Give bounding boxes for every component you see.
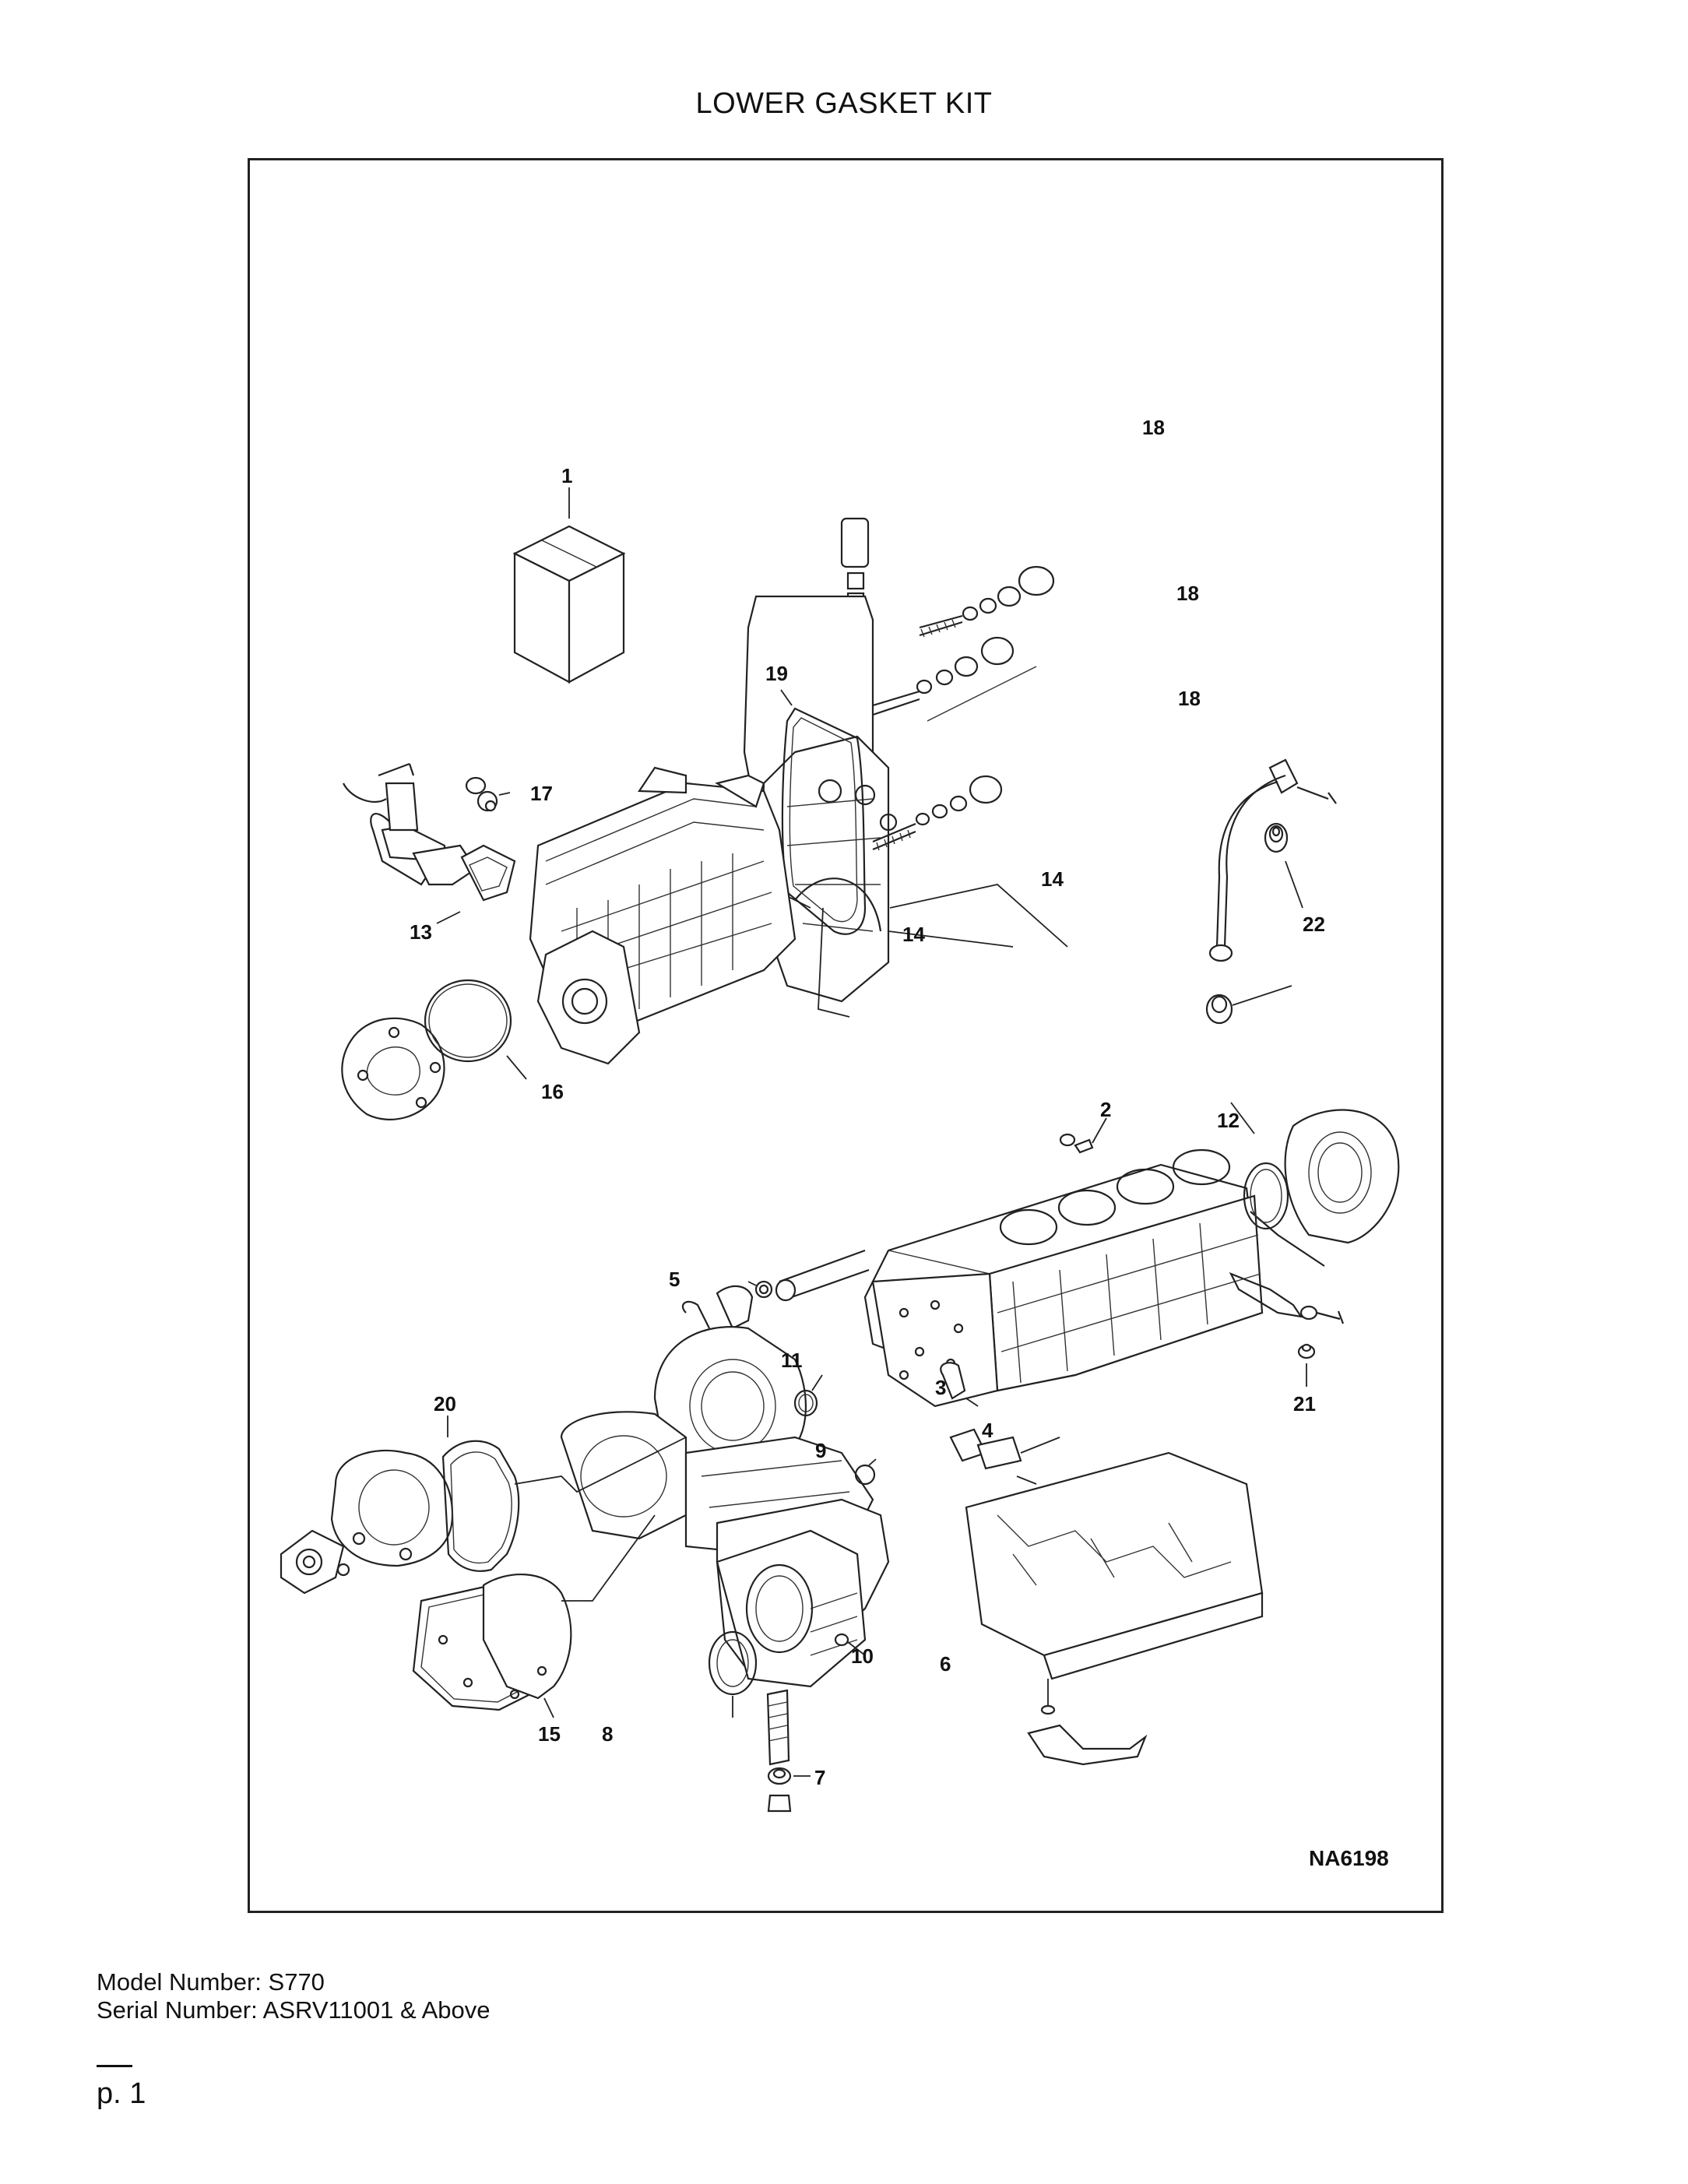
governor-gasket-drawing bbox=[780, 689, 867, 935]
callout-8: 8 bbox=[602, 1722, 613, 1746]
callout-22: 22 bbox=[1303, 913, 1325, 936]
callout-20: 20 bbox=[434, 1392, 456, 1416]
callout-4: 4 bbox=[982, 1419, 993, 1442]
callout-6: 6 bbox=[940, 1652, 951, 1676]
exploded-parts-diagram: 1 18 18 18 19 17 14 14 13 22 16 2 12 5 1… bbox=[248, 158, 1444, 1913]
drawing-id: NA6198 bbox=[1309, 1846, 1389, 1870]
callout-18a: 18 bbox=[1142, 416, 1165, 439]
callout-14b: 14 bbox=[902, 923, 925, 946]
callout-12: 12 bbox=[1217, 1109, 1240, 1132]
gear-case-drawing bbox=[341, 762, 797, 1120]
callout-18c: 18 bbox=[1178, 687, 1201, 710]
page-number-rule bbox=[97, 2065, 132, 2067]
callout-10: 10 bbox=[851, 1644, 874, 1668]
model-number: Model Number: S770 bbox=[97, 1968, 325, 1996]
callout-17: 17 bbox=[530, 782, 553, 805]
serial-number: Serial Number: ASRV11001 & Above bbox=[97, 1996, 491, 2024]
callout-1: 1 bbox=[561, 464, 572, 487]
callout-7: 7 bbox=[814, 1766, 825, 1789]
callout-5: 5 bbox=[669, 1268, 680, 1291]
page-number: p. 1 bbox=[97, 2077, 146, 2110]
callout-15: 15 bbox=[538, 1722, 561, 1746]
callout-labels: 1 18 18 18 19 17 14 14 13 22 16 2 12 5 1… bbox=[410, 416, 1389, 1870]
callout-2: 2 bbox=[1100, 1098, 1111, 1121]
page-title: LOWER GASKET KIT bbox=[695, 87, 993, 120]
callout-18b: 18 bbox=[1176, 582, 1199, 605]
callout-19: 19 bbox=[765, 662, 788, 685]
cylinder-block-drawing bbox=[863, 1102, 1400, 1408]
callout-3: 3 bbox=[935, 1376, 946, 1399]
callout-11: 11 bbox=[781, 1349, 803, 1372]
leak-off-pipe-drawing bbox=[1205, 758, 1337, 1025]
callout-9: 9 bbox=[815, 1439, 826, 1462]
front-cover-drawing bbox=[280, 1249, 890, 1813]
callout-16: 16 bbox=[541, 1080, 564, 1103]
callout-13: 13 bbox=[410, 920, 432, 944]
diagram-canvas: 1 18 18 18 19 17 14 14 13 22 16 2 12 5 1… bbox=[280, 416, 1400, 1870]
callout-21: 21 bbox=[1293, 1392, 1316, 1416]
kit-box-drawing bbox=[512, 487, 626, 684]
callout-14a: 14 bbox=[1041, 867, 1064, 891]
oil-pan-drawing bbox=[940, 1362, 1264, 1766]
